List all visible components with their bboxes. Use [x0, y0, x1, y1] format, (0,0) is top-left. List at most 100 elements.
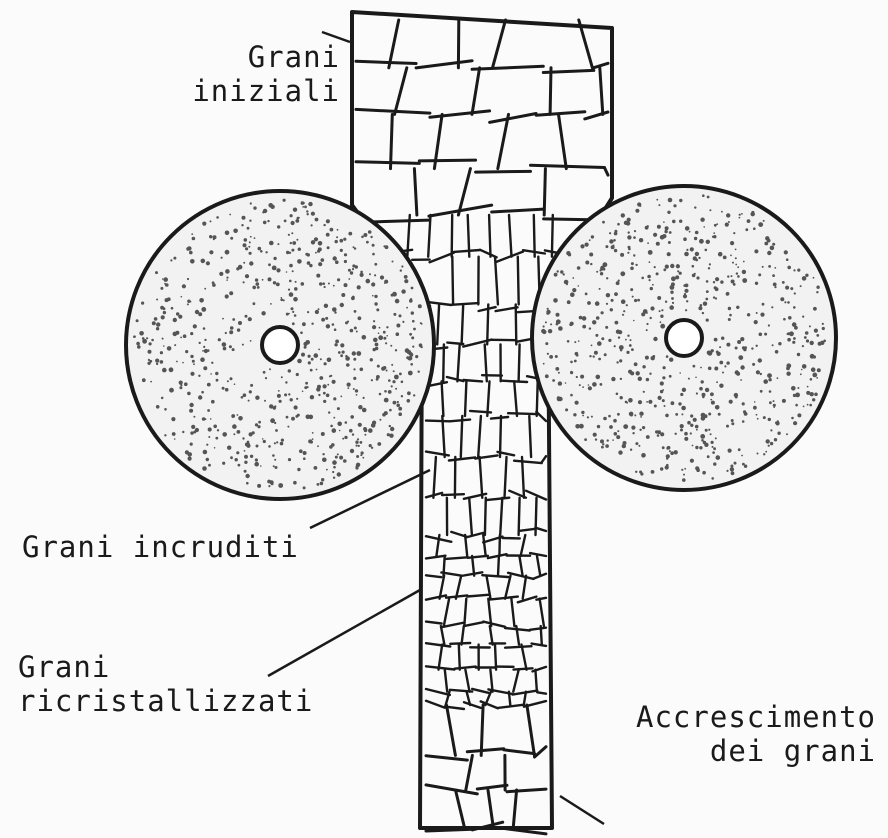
roll-texture-dot	[340, 396, 342, 398]
roll-texture-dot	[718, 252, 723, 257]
roll-texture-dot	[222, 462, 225, 465]
roll-texture-dot	[189, 251, 193, 255]
roll-texture-dot	[546, 310, 550, 314]
roll-texture-dot	[547, 308, 549, 310]
roll-texture-dot	[589, 355, 591, 357]
roll-texture-dot	[767, 373, 772, 378]
roll-texture-dot	[148, 350, 152, 354]
roll-texture-dot	[605, 245, 608, 248]
roll-texture-dot	[293, 297, 298, 302]
grown-grain-edge	[488, 790, 493, 826]
roll-texture-dot	[413, 328, 416, 331]
roll-texture-dot	[357, 285, 361, 289]
roll-texture-dot	[244, 470, 247, 473]
roll-texture-dot	[330, 425, 333, 428]
hardened-grain-edge	[518, 257, 519, 305]
roll-texture-dot	[677, 270, 679, 272]
roll-texture-dot	[663, 221, 665, 223]
roll-texture-dot	[156, 363, 158, 365]
roll-texture-dot	[629, 344, 632, 347]
roll-texture-dot	[797, 353, 800, 356]
roll-texture-dot	[295, 219, 299, 223]
roll-texture-dot	[330, 375, 332, 377]
roll-texture-dot	[269, 368, 271, 370]
roll-texture-dot	[641, 312, 645, 316]
roll-texture-dot	[261, 311, 265, 315]
roll-texture-dot	[295, 281, 297, 283]
roll-texture-dot	[598, 358, 601, 361]
roll-texture-dot	[802, 277, 804, 279]
recrystallized-grain-edge	[467, 595, 489, 597]
roll-texture-dot	[353, 377, 356, 380]
roll-texture-dot	[768, 265, 771, 268]
roll-texture-dot	[315, 252, 317, 254]
roll-texture-dot	[645, 226, 649, 230]
roll-texture-dot	[183, 334, 187, 338]
roll-texture-dot	[152, 321, 156, 325]
roll-texture-dot	[335, 456, 338, 459]
roll-texture-dot	[298, 248, 301, 251]
roll-texture-dot	[373, 320, 375, 322]
roll-texture-dot	[189, 409, 193, 413]
roll-texture-dot	[716, 381, 718, 383]
roll-texture-dot	[391, 364, 393, 366]
roll-texture-dot	[167, 297, 171, 301]
roll-texture-dot	[232, 424, 237, 429]
roll-texture-dot	[249, 220, 251, 222]
roll-texture-dot	[190, 332, 193, 335]
roll-texture-dot	[253, 302, 256, 305]
roll-texture-dot	[296, 373, 299, 376]
roll-texture-dot	[641, 277, 644, 280]
roll-texture-dot	[241, 224, 243, 226]
roll-texture-dot	[577, 266, 581, 270]
roll-texture-dot	[609, 239, 613, 243]
roll-texture-dot	[400, 269, 402, 271]
recrystallized-grain-edge	[483, 535, 486, 556]
roll-texture-dot	[250, 236, 252, 238]
roll-texture-dot	[549, 355, 553, 359]
roll-texture-dot	[556, 313, 560, 317]
roll-texture-dot	[685, 309, 687, 311]
roll-texture-dot	[690, 424, 693, 427]
roll-texture-dot	[355, 265, 358, 268]
roll-texture-dot	[587, 301, 591, 305]
roll-texture-dot	[318, 349, 320, 351]
roll-texture-dot	[330, 228, 334, 232]
roll-texture-dot	[638, 400, 642, 404]
roll-texture-dot	[312, 432, 314, 434]
roll-texture-dot	[207, 383, 211, 387]
roll-texture-dot	[671, 401, 675, 405]
roll-texture-dot	[730, 465, 733, 468]
hardened-grain-edge	[469, 498, 472, 535]
hardened-grain-edge	[461, 416, 463, 457]
roll-texture-dot	[754, 320, 758, 324]
roll-texture-dot	[616, 435, 620, 439]
roll-texture-dot	[305, 340, 310, 345]
roll-texture-dot	[793, 394, 796, 397]
roll-texture-dot	[318, 241, 323, 246]
roll-texture-dot	[822, 323, 824, 325]
roll-texture-dot	[342, 351, 345, 354]
roll-texture-dot	[700, 367, 702, 369]
roll-texture-dot	[646, 312, 648, 314]
roll-texture-dot	[311, 323, 313, 325]
roll-texture-dot	[410, 298, 413, 301]
roll-texture-dot	[678, 402, 681, 405]
roll-texture-dot	[136, 342, 140, 346]
roll-texture-dot	[355, 441, 358, 444]
roll-texture-dot	[275, 429, 278, 432]
roll-texture-dot	[720, 280, 723, 283]
roll-texture-dot	[686, 249, 688, 251]
initial-grain-edge	[472, 68, 480, 115]
recrystallized-grain-edge	[499, 535, 500, 556]
roll-texture-dot	[225, 231, 230, 236]
roll-texture-dot	[361, 236, 364, 239]
roll-texture-dot	[816, 286, 819, 289]
roll-texture-dot	[585, 261, 589, 265]
roll-texture-dot	[363, 233, 367, 237]
roll-texture-dot	[695, 231, 699, 235]
roll-texture-dot	[760, 373, 762, 375]
roll-texture-dot	[765, 451, 767, 453]
grown-grain-edge	[477, 785, 507, 789]
roll-texture-dot	[191, 233, 193, 235]
